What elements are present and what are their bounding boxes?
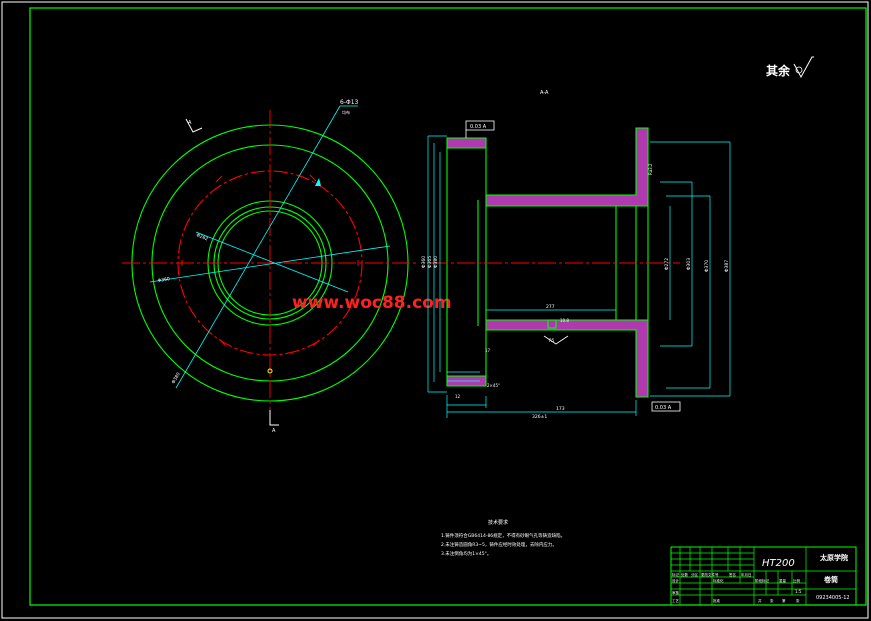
scale-text: 1:5 xyxy=(795,589,802,594)
header-cell-6: 年月日 xyxy=(741,572,752,577)
left-dim-1: Φ262 xyxy=(195,232,209,242)
material-text: HT200 xyxy=(762,558,795,569)
dim-arrow-icon xyxy=(315,178,321,186)
section-view: A-A xyxy=(421,90,731,420)
part-name-text: 卷筒 xyxy=(824,575,838,584)
technical-notes: 技术要求 1.铸件须符合GB6414-86规定，不得有砂眼气孔等铸造缺陷。 2.… xyxy=(441,519,565,557)
right-dim-1: Φ360 xyxy=(421,256,427,268)
sheet-cell-4: 张 xyxy=(796,598,800,603)
small-dim-2: 17 xyxy=(485,348,491,353)
tolerance-frame-text-bottom: 0.03 A xyxy=(655,405,672,411)
surface-note-text: 其余 xyxy=(766,63,791,78)
roughness-circle-icon xyxy=(795,66,803,74)
left-dim-2: Φ360 xyxy=(157,276,170,284)
row-cell-4: 重量 xyxy=(779,578,787,583)
outer-dim-2: Φ303 xyxy=(686,258,692,270)
small-dim-4: R5 xyxy=(549,338,555,343)
row-cell-5: 比例 xyxy=(793,578,801,583)
small-dim-3: 2×45° xyxy=(487,383,500,388)
small-dim-6: 10.8 xyxy=(560,318,569,323)
row-cell-2: 标准化 xyxy=(713,578,724,583)
drawing-number-text: 09234005-12 xyxy=(816,595,850,601)
small-dim-5: Ra3.2 xyxy=(648,163,653,175)
title-block-border xyxy=(670,546,857,606)
weld-symbol-icon xyxy=(543,335,569,345)
end-view: 6-Φ13 均布 Φ262 Φ360 Φ380 A A xyxy=(122,99,418,434)
section-mark-top: A xyxy=(188,120,192,126)
bolt-hole-marks xyxy=(181,174,359,347)
review-cell-3: 批准 xyxy=(713,598,721,603)
sheet-cell-1: 共 xyxy=(758,598,762,603)
section-arrow-bottom-icon xyxy=(269,410,279,426)
row-cell-1: 设计 xyxy=(672,578,680,583)
small-dim-1: 12 xyxy=(455,394,461,399)
inner-dim: 277 xyxy=(546,304,555,310)
notes-line-2: 2.未注铸造圆角R3~5，铸件应经时效处理，去除内应力。 xyxy=(441,541,557,548)
flange-dim-line xyxy=(149,245,391,283)
sheet-cell-3: 第 xyxy=(782,598,786,603)
header-cell-5: 签名 xyxy=(729,572,736,577)
outer-dim-1: Φ272 xyxy=(664,258,670,270)
tolerance-frame-bottom: 0.03 A xyxy=(651,401,681,412)
sheet-cell-2: 张 xyxy=(770,598,774,603)
review-cell-2: 工艺 xyxy=(672,598,680,603)
title-block-grid xyxy=(671,547,856,605)
section-title: A-A xyxy=(540,90,549,96)
notes-line-3: 3.未注倒角均为1×45°。 xyxy=(441,550,491,557)
tolerance-frame-top: 0.03 A xyxy=(465,120,495,138)
diagonal-dim-line xyxy=(175,105,341,389)
drawing-frame xyxy=(29,7,867,606)
notes-title: 技术要求 xyxy=(488,519,508,526)
header-cell-2: 处数 xyxy=(681,572,689,577)
holes-sublabel: 均布 xyxy=(342,109,350,115)
surface-finish-note: 其余 xyxy=(766,56,814,79)
roughness-symbol-icon xyxy=(793,56,814,79)
section-mark-bottom: A xyxy=(272,428,276,434)
row-cell-3: 阶段标记 xyxy=(755,578,769,583)
review-cell-1: 审核 xyxy=(672,590,680,595)
locating-hole-marker xyxy=(267,368,273,374)
hatch-areas xyxy=(447,128,648,397)
tolerance-frame-text-top: 0.03 A xyxy=(470,124,487,130)
header-cell-4: 更改文件号 xyxy=(701,572,719,577)
section-outline xyxy=(446,127,649,398)
section-arrow-top-icon xyxy=(185,118,203,133)
site-watermark: www.woc88.com xyxy=(292,293,452,313)
bottom-dim-1: 173 xyxy=(556,406,565,412)
holes-label: 6-Φ13 xyxy=(340,99,359,106)
school-text: 太原学院 xyxy=(820,553,848,562)
outer-dim-3: Φ370 xyxy=(704,260,710,272)
bore-dim-line xyxy=(195,231,349,293)
left-dim-3: Φ380 xyxy=(171,371,182,385)
section-dimension-lines xyxy=(427,135,731,418)
header-cell-3: 分区 xyxy=(691,572,699,577)
right-dim-2: Φ365 xyxy=(427,256,433,268)
header-cell-1: 标记 xyxy=(672,572,680,577)
title-block: HT200 太原学院 卷筒 09234005-12 1:5 标记 处数 分区 更… xyxy=(670,546,857,606)
right-dim-3: Φ380 xyxy=(433,256,439,268)
outer-dim-4: Φ387 xyxy=(724,260,730,272)
bottom-dim-2: 326±1 xyxy=(532,414,547,420)
notes-line-1: 1.铸件须符合GB6414-86规定，不得有砂眼气孔等铸造缺陷。 xyxy=(441,532,565,539)
